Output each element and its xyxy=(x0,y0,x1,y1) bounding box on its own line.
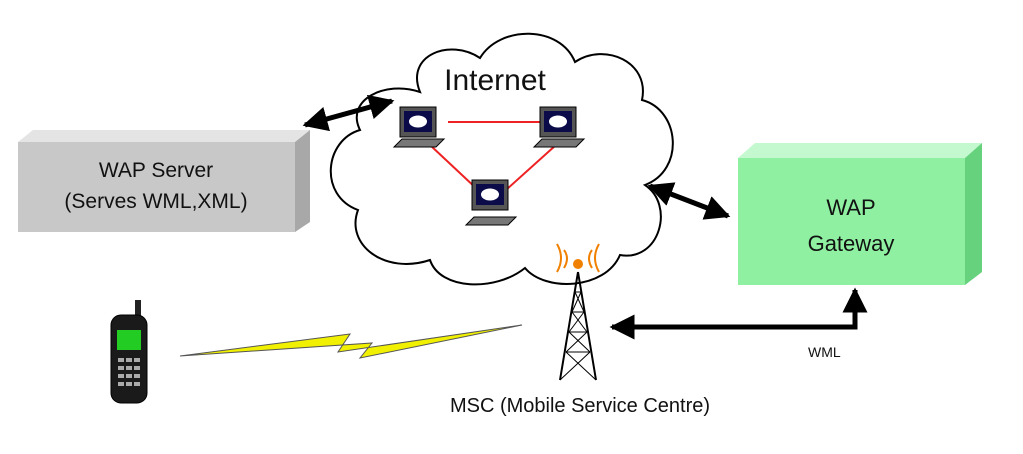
double-arrow-icon xyxy=(302,94,395,132)
internet-label: Internet xyxy=(444,64,546,97)
computer-icon xyxy=(532,106,586,148)
msc-label: MSC (Mobile Service Centre) xyxy=(450,395,710,417)
computer-icon xyxy=(392,106,446,148)
computer-icon xyxy=(464,179,518,226)
wap-server-box: WAP Server (Serves WML,XML) xyxy=(18,130,310,232)
antenna-tower-icon xyxy=(556,243,600,381)
cell-phone-icon xyxy=(110,300,148,404)
wap-gateway-box: WAP Gateway xyxy=(738,143,982,285)
signal-bolt-icon xyxy=(179,324,523,359)
wap-server-subtitle: (Serves WML,XML) xyxy=(64,190,247,213)
wml-label: WML xyxy=(808,344,841,360)
wap-gateway-subtitle: Gateway xyxy=(808,231,895,256)
double-arrow-icon xyxy=(647,182,731,220)
internet-cloud: Internet xyxy=(329,32,674,286)
wap-gateway-title: WAP xyxy=(826,195,875,220)
wap-server-title: WAP Server xyxy=(99,159,213,182)
double-arrow-icon xyxy=(609,287,868,340)
network-links xyxy=(429,121,557,191)
